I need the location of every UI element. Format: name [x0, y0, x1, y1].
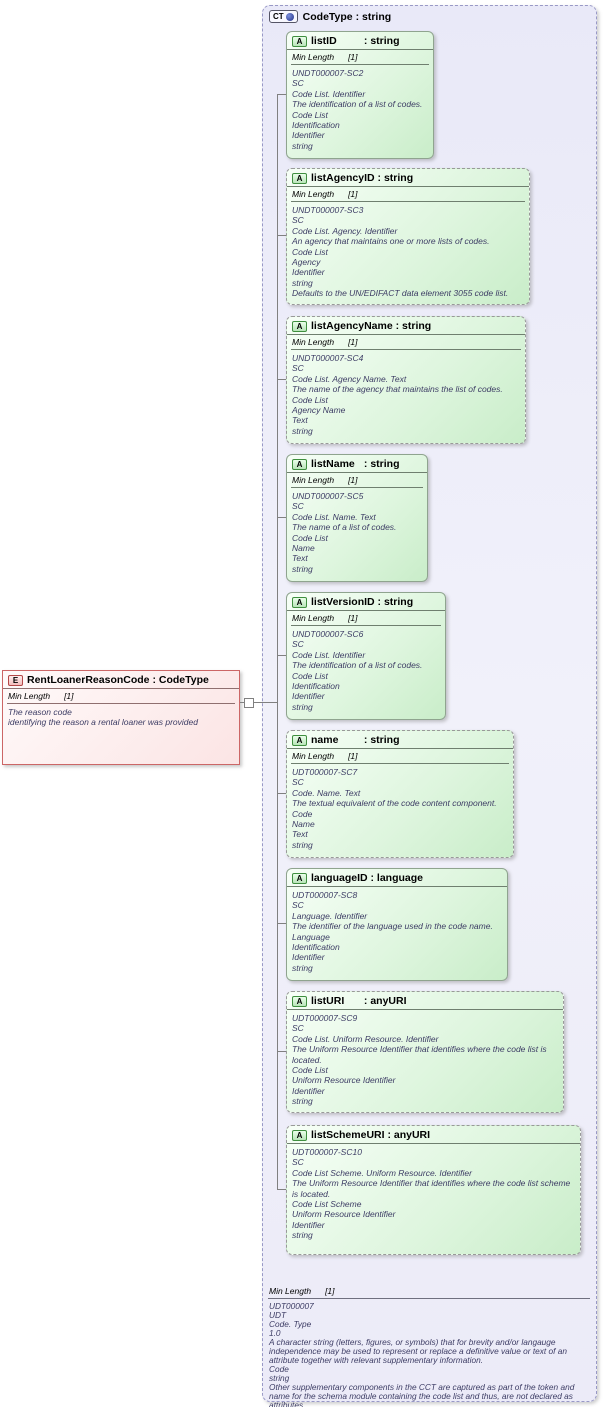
attribute-box-listname[interactable]: A listName : string Min Length[1] UNDT00… — [286, 454, 428, 582]
facet-row: Min Length[1] — [291, 187, 525, 202]
complex-type-icon — [285, 12, 294, 21]
attribute-title: name : string — [311, 734, 400, 746]
element-icon: E — [8, 674, 23, 686]
attribute-details: UDT000007-SC9 SC Code List. Uniform Reso… — [292, 1013, 547, 1107]
attribute-box-languageid[interactable]: A languageID : language UDT000007-SC8 SC… — [286, 868, 508, 981]
complex-type-header[interactable]: CT CodeType : string — [263, 6, 596, 27]
connector-stub — [277, 517, 286, 518]
attribute-header[interactable]: A listAgencyName : string — [287, 317, 525, 335]
connector-stub — [277, 1189, 286, 1190]
attribute-icon: A — [292, 172, 307, 184]
attribute-title: listVersionID : string — [311, 596, 414, 608]
attribute-header[interactable]: A listURI : anyURI — [287, 992, 563, 1010]
complex-type-box-codetype[interactable]: CT CodeType : string A listID : string M… — [262, 5, 597, 1407]
attribute-box-listagencyid[interactable]: A listAgencyID : string Min Length[1] UN… — [286, 168, 530, 305]
attribute-icon: A — [292, 872, 307, 884]
attribute-title: listAgencyID : string — [311, 172, 414, 184]
facet-row: Min Length[1] — [291, 611, 441, 626]
type-footer: Min Length[1] UDT000007 UDT Code. Type 1… — [268, 1284, 590, 1407]
complex-type-badge-label: CT — [273, 12, 284, 21]
connector-stub — [277, 793, 286, 794]
element-annotation: The reason code identifying the reason a… — [8, 707, 198, 728]
complex-type-title: CodeType : string — [302, 10, 392, 23]
attribute-icon: A — [292, 734, 307, 746]
attribute-icon: A — [292, 458, 307, 470]
connector-stub — [277, 923, 286, 924]
attribute-box-listschemeuri[interactable]: A listSchemeURI : anyURI UDT000007-SC10 … — [286, 1125, 581, 1255]
attribute-header[interactable]: A listSchemeURI : anyURI — [287, 1126, 580, 1144]
attribute-details: UNDT000007-SC3 SC Code List. Agency. Ide… — [292, 205, 509, 299]
facet-row: Min Length[1] — [7, 689, 235, 704]
complex-type-badge: CT — [269, 10, 298, 23]
attribute-header[interactable]: A listID : string — [287, 32, 433, 50]
attribute-details: UNDT000007-SC5 SC Code List. Name. Text … — [292, 491, 397, 574]
attribute-title: listURI : anyURI — [311, 995, 407, 1007]
attribute-header[interactable]: A listAgencyID : string — [287, 169, 529, 187]
attribute-details: UDT000007-SC8 SC Language. Identifier Th… — [292, 890, 493, 973]
facet-row: Min Length[1] — [268, 1284, 590, 1299]
attribute-details: UNDT000007-SC6 SC Code List. Identifier … — [292, 629, 423, 712]
attribute-box-listversionid[interactable]: A listVersionID : string Min Length[1] U… — [286, 592, 446, 720]
attribute-title: listName : string — [311, 458, 400, 470]
attribute-details: UDT000007-SC10 SC Code List Scheme. Unif… — [292, 1147, 571, 1241]
connector-stub — [277, 379, 286, 380]
facet-row: Min Length[1] — [291, 335, 521, 350]
attribute-icon: A — [292, 35, 307, 47]
connector-bus — [277, 94, 278, 1190]
connector-stub — [277, 235, 286, 236]
connector-stub — [277, 94, 286, 95]
connector-stub — [277, 655, 286, 656]
element-box-rentloanerreasoncode[interactable]: E RentLoanerReasonCode : CodeType Min Le… — [2, 670, 240, 765]
expand-connector[interactable] — [244, 698, 254, 708]
element-title: RentLoanerReasonCode : CodeType — [27, 674, 209, 686]
attribute-details: UNDT000007-SC2 SC Code List. Identifier … — [292, 68, 423, 151]
attribute-box-listid[interactable]: A listID : string Min Length[1] UNDT0000… — [286, 31, 434, 159]
attribute-title: listID : string — [311, 35, 400, 47]
facet-row: Min Length[1] — [291, 50, 429, 65]
attribute-icon: A — [292, 320, 307, 332]
attribute-box-listagencyname[interactable]: A listAgencyName : string Min Length[1] … — [286, 316, 526, 444]
attribute-header[interactable]: A listVersionID : string — [287, 593, 445, 611]
facet-row: Min Length[1] — [291, 749, 509, 764]
attribute-box-listuri[interactable]: A listURI : anyURI UDT000007-SC9 SC Code… — [286, 991, 564, 1113]
attribute-icon: A — [292, 596, 307, 608]
attribute-header[interactable]: A listName : string — [287, 455, 427, 473]
attribute-box-name[interactable]: A name : string Min Length[1] UDT000007-… — [286, 730, 514, 858]
attribute-icon: A — [292, 1129, 307, 1141]
attribute-title: listSchemeURI : anyURI — [311, 1129, 431, 1141]
type-annotation: UDT000007 UDT Code. Type 1.0 A character… — [269, 1301, 575, 1407]
facet-row: Min Length[1] — [291, 473, 423, 488]
attribute-title: languageID : language — [311, 872, 424, 884]
element-header[interactable]: E RentLoanerReasonCode : CodeType — [3, 671, 239, 689]
attribute-details: UDT000007-SC7 SC Code. Name. Text The te… — [292, 767, 497, 850]
attribute-title: listAgencyName : string — [311, 320, 432, 332]
attribute-icon: A — [292, 995, 307, 1007]
attribute-details: UNDT000007-SC4 SC Code List. Agency Name… — [292, 353, 503, 436]
connector-stub — [277, 1051, 286, 1052]
attribute-header[interactable]: A languageID : language — [287, 869, 507, 887]
attribute-header[interactable]: A name : string — [287, 731, 513, 749]
connector-line — [240, 702, 278, 703]
